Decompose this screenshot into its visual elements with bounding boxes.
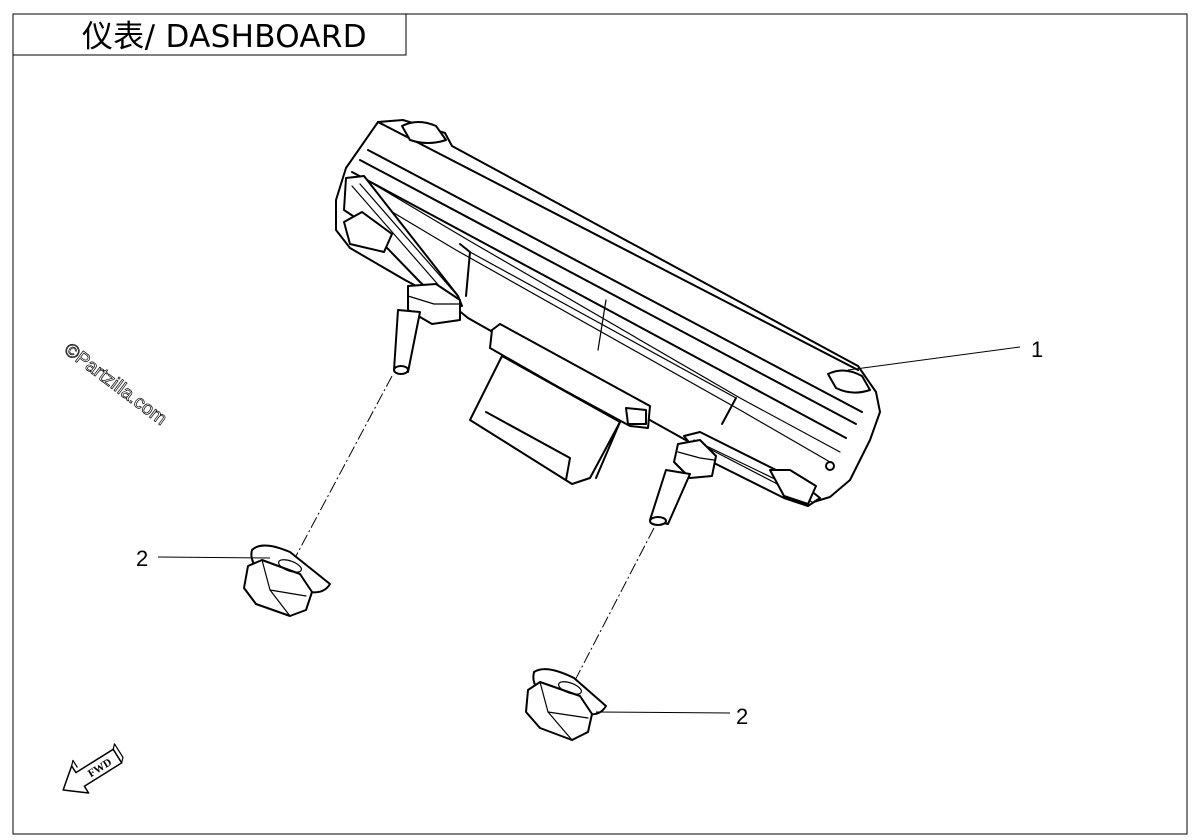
- callout-number-2-right: 2: [736, 704, 748, 729]
- drawing-border: [12, 13, 1188, 835]
- flange-nut-left: [243, 544, 331, 617]
- watermark-text: ©Partzilla.com: [60, 339, 171, 430]
- centerline-left: [295, 375, 393, 557]
- dashboard-assembly: [335, 119, 881, 526]
- callout-number-2-left: 2: [136, 546, 148, 571]
- flange-nut-right: [525, 668, 607, 741]
- fwd-arrow-icon: FWD: [62, 743, 124, 794]
- centerline-right: [569, 527, 655, 691]
- page-title: 仪表/ DASHBOARD: [82, 19, 367, 55]
- callout-2-right: 2: [595, 704, 748, 729]
- callout-1: 1: [847, 337, 1043, 371]
- callout-2-left: 2: [136, 546, 271, 571]
- callout-number-1: 1: [1031, 337, 1043, 362]
- title-block: 仪表/ DASHBOARD: [12, 13, 407, 56]
